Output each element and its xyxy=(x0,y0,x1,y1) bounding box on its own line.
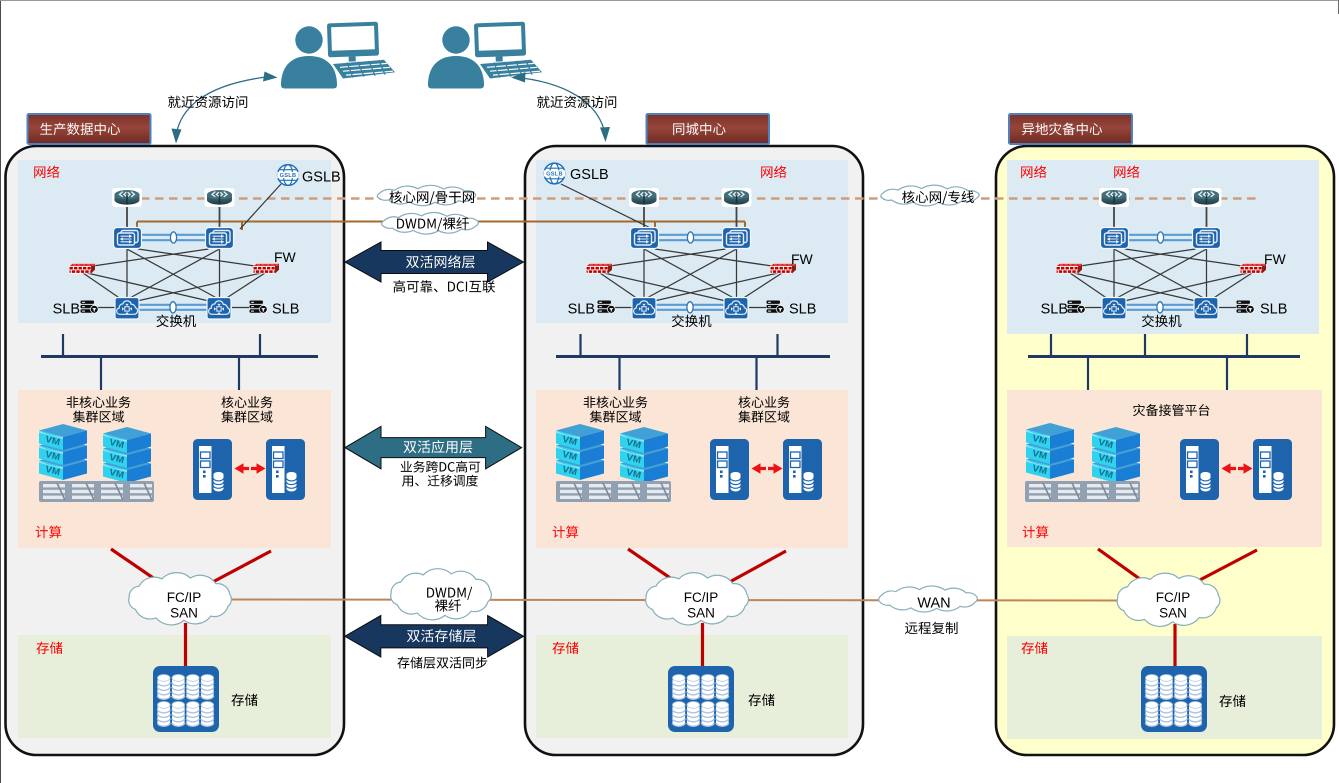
svg-text:FC/IP: FC/IP xyxy=(684,590,719,605)
svg-text:FC/IP: FC/IP xyxy=(1156,590,1191,605)
svg-text:SLB: SLB xyxy=(568,302,595,318)
svg-text:FW: FW xyxy=(1264,251,1287,267)
svg-text:SLB: SLB xyxy=(272,302,299,318)
svg-text:SLB: SLB xyxy=(1041,302,1068,318)
svg-text:WAN: WAN xyxy=(917,596,950,612)
svg-text:SAN: SAN xyxy=(170,606,198,621)
svg-text:GSLB: GSLB xyxy=(302,170,341,186)
svg-text:SAN: SAN xyxy=(1159,606,1187,621)
svg-text:FW: FW xyxy=(791,251,814,267)
svg-text:GSLB: GSLB xyxy=(570,167,609,183)
svg-text:FW: FW xyxy=(274,249,297,265)
svg-text:SLB: SLB xyxy=(53,302,80,318)
svg-text:SLB: SLB xyxy=(789,302,816,318)
svg-text:FC/IP: FC/IP xyxy=(167,590,202,605)
svg-text:SAN: SAN xyxy=(687,606,715,621)
svg-text:SLB: SLB xyxy=(1260,302,1287,318)
